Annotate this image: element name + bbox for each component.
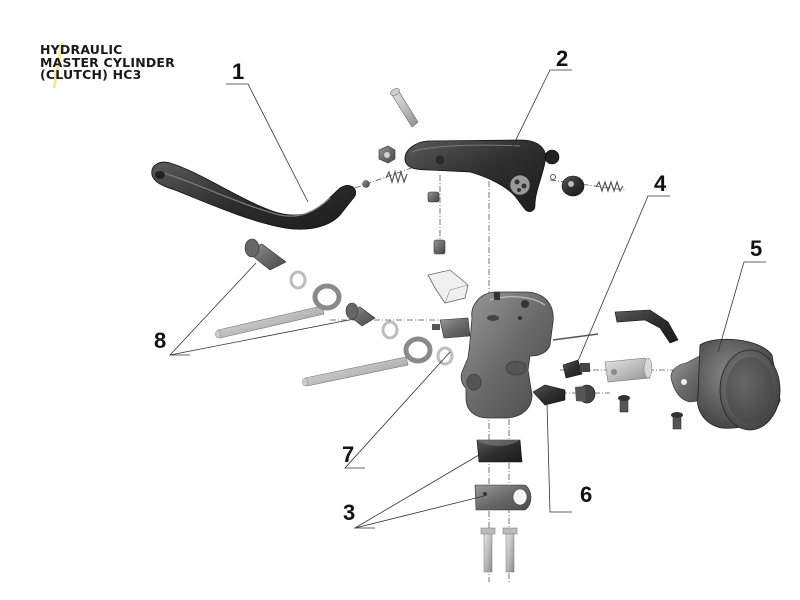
banjo-bolt-upper <box>244 238 287 271</box>
pushrod <box>552 333 599 341</box>
return-spring <box>595 180 624 193</box>
diagram-title: HYDRAULIC MASTER CYLINDER (CLUTCH) HC3 <box>40 42 176 82</box>
handlebar-clamp-upper <box>476 439 523 463</box>
banjo-fitting-upper <box>215 283 342 339</box>
master-cylinder-body <box>460 291 554 419</box>
handlebar-clamp-lower <box>474 484 532 511</box>
fluid-reservoir <box>670 338 781 431</box>
pivot-pin <box>390 88 419 128</box>
pivot-bushing <box>427 191 446 255</box>
adjuster-nut <box>378 145 396 164</box>
callout-3: 3 <box>343 500 355 525</box>
callout-5: 5 <box>750 236 762 261</box>
callout-6: 6 <box>580 482 592 507</box>
bleeder-screw <box>532 384 596 406</box>
title-line-3: (CLUTCH) HC3 <box>40 67 142 82</box>
title-line-1: HYDRAULIC <box>40 42 123 57</box>
clamp-bolts <box>480 527 518 573</box>
callout-labels: 1 2 4 5 6 7 3 8 <box>154 46 762 525</box>
clutch-lever <box>151 161 357 230</box>
title-line-2: MASTER CYLINDER <box>40 54 176 70</box>
bracket-screws <box>618 395 683 430</box>
lever-holder <box>404 139 560 212</box>
banjo-bolt-lower <box>345 302 376 327</box>
micro-switch <box>432 317 471 339</box>
reservoir-bracket <box>614 309 679 344</box>
leader-lines <box>169 69 766 529</box>
reservoir-hose-fitting <box>562 357 653 383</box>
lever-pivot-ball <box>362 180 370 188</box>
callout-7: 7 <box>342 442 354 467</box>
callout-8: 8 <box>154 328 166 353</box>
callout-1: 1 <box>232 59 244 84</box>
title-highlight-mark <box>52 41 64 89</box>
crush-washers <box>289 270 454 366</box>
adjuster-spring <box>385 169 408 185</box>
adjuster-knob <box>550 174 585 197</box>
switch-bracket <box>427 269 469 304</box>
callout-4: 4 <box>654 171 667 196</box>
banjo-fitting-lower <box>302 336 433 387</box>
callout-2: 2 <box>556 46 568 71</box>
